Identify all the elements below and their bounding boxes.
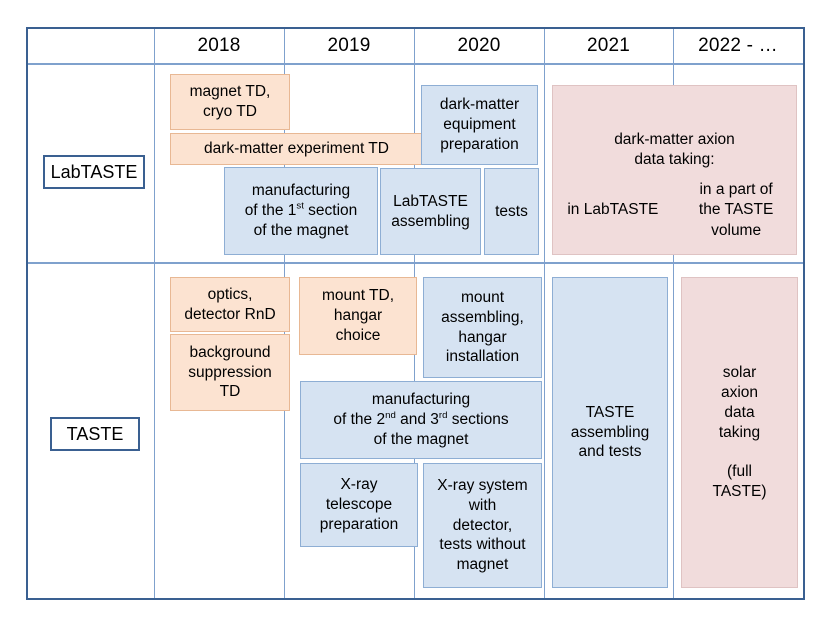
task-taste-assembling-and-tests: TASTE assembling and tests [552, 277, 668, 588]
task-manufacturing-first-section-line2: of the 1st section [244, 200, 358, 219]
header-row-separator [28, 63, 803, 65]
task-background-suppression-td-label: background suppression TD [188, 343, 272, 401]
column-header-2021: 2021 [586, 35, 631, 56]
task-dark-matter-experiment-td-label: dark-matter experiment TD [204, 140, 389, 158]
task-manufacturing-second-third-line3: of the magnet [373, 430, 469, 448]
task-solar-axion-data-taking-label: solar axion data taking (full TASTE) [712, 364, 767, 501]
task-dark-matter-equipment-preparation-label: dark-matter equipment preparation [439, 96, 520, 153]
task-manufacturing-first-section-line3: of the magnet [253, 222, 349, 240]
task-optics-detector-rnd-label: optics, detector RnD [184, 285, 276, 323]
task-dark-matter-axion-title: dark-matter axion data taking: [614, 130, 735, 168]
task-manufacturing-second-third-line2: of the 2nd and 3rd sections [333, 409, 509, 429]
column-header-2022-plus: 2022 - … [698, 35, 778, 56]
task-labtaste-assembling: LabTASTE assembling [380, 168, 481, 255]
task-xray-system-with-detector: X-ray system with detector, tests withou… [423, 463, 542, 588]
task-background-suppression-td: background suppression TD [170, 334, 290, 411]
task-tests-label: tests [495, 202, 528, 220]
task-dark-matter-axion-data-taking: dark-matter axion data taking: in LabTAS… [552, 85, 797, 255]
task-taste-assembling-and-tests-label: TASTE assembling and tests [570, 403, 650, 461]
task-mount-assembling-hangar-installation-label: mount assembling, hangar installation [441, 288, 524, 366]
column-header-2018: 2018 [197, 35, 241, 56]
task-mount-td-hangar-choice-label: mount TD, hangar choice [321, 287, 395, 344]
task-xray-telescope-preparation-label: X-ray telescope preparation [319, 476, 399, 533]
task-dark-matter-axion-location-lab: in LabTASTE [567, 201, 659, 219]
task-tests: tests [484, 168, 539, 255]
row-label-labtaste: LabTASTE [43, 155, 145, 189]
row-label-taste: TASTE [50, 417, 140, 451]
ordinal-suffix-rd: rd [438, 409, 448, 421]
task-magnet-cryo-td: magnet TD, cryo TD [170, 74, 290, 130]
task-xray-system-with-detector-label: X-ray system with detector, tests withou… [437, 476, 528, 574]
task-dark-matter-axion-location-taste: in a part of the TASTE volume [698, 181, 774, 239]
task-optics-detector-rnd: optics, detector RnD [170, 277, 290, 332]
task-mount-assembling-hangar-installation: mount assembling, hangar installation [423, 277, 542, 378]
task-manufacturing-second-third-line1: manufacturing [371, 391, 471, 409]
ordinal-suffix-st: st [296, 200, 304, 212]
column-separator-5 [673, 29, 674, 598]
task-solar-axion-data-taking: solar axion data taking (full TASTE) [681, 277, 798, 588]
column-separator-4 [544, 29, 545, 598]
column-header-2019: 2019 [327, 35, 371, 56]
column-header-2020: 2020 [457, 35, 501, 56]
task-magnet-cryo-td-label: magnet TD, cryo TD [189, 83, 271, 120]
column-separator-1 [154, 29, 155, 598]
task-xray-telescope-preparation: X-ray telescope preparation [300, 463, 418, 547]
task-dark-matter-experiment-td: dark-matter experiment TD [170, 133, 423, 165]
task-manufacturing-first-section-line1: manufacturing [251, 181, 351, 199]
task-manufacturing-first-section: manufacturing of the 1st section of the … [224, 167, 378, 255]
task-labtaste-assembling-label: LabTASTE assembling [391, 192, 470, 230]
task-manufacturing-second-third-sections: manufacturing of the 2nd and 3rd section… [300, 381, 542, 459]
row-separator-labtaste-taste [28, 262, 803, 264]
task-dark-matter-equipment-preparation: dark-matter equipment preparation [421, 85, 538, 165]
ordinal-suffix-nd: nd [385, 409, 396, 421]
task-mount-td-hangar-choice: mount TD, hangar choice [299, 277, 417, 355]
project-timeline-table: 2018 2019 2020 2021 2022 - … LabTASTE TA… [26, 27, 805, 600]
